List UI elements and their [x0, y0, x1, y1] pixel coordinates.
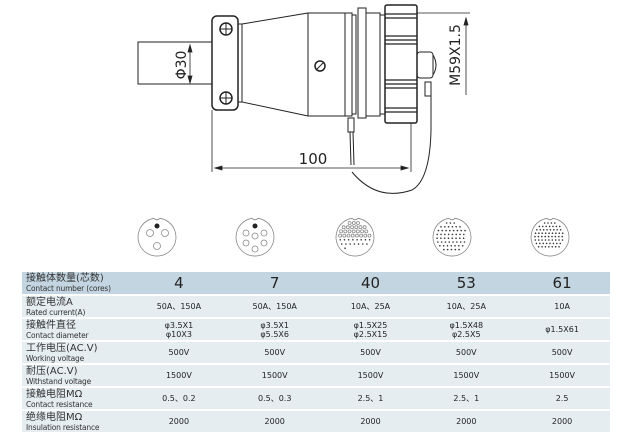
table-cell: 500V [131, 342, 227, 363]
label-en: Contact resistance [26, 399, 93, 409]
table-cell: 500V [418, 342, 515, 363]
table-cell: 10A [514, 296, 610, 317]
pinout-40-cores [335, 217, 375, 257]
table-cell: 53 [418, 272, 515, 294]
table-cell: 2000 [226, 411, 323, 432]
label-cn: 绝缘电阻MΩ [26, 411, 83, 423]
label-cn: 耐压(AC.V) [26, 365, 78, 377]
label-en: Withstand voltage [26, 376, 91, 386]
table-cell: 1500V [418, 365, 515, 386]
row-label: 工作电压(AC.V)Working voltage [22, 342, 131, 363]
table-cell: 0.5、0.2 [131, 388, 227, 409]
pinout-7-cores [235, 217, 275, 257]
label-cn: 接触体数量(芯数) [26, 273, 104, 284]
cell-value: φ3.5X1 [260, 320, 289, 330]
label-cn: 接触电阻MΩ [26, 388, 83, 400]
table-cell: 0.5、0.3 [226, 388, 323, 409]
label-en: Contact number (cores) [26, 284, 111, 293]
table-cell: 7 [226, 272, 323, 294]
table-cell: 10A、25A [418, 296, 515, 317]
table-cell: 1500V [131, 365, 227, 386]
pinout-diagrams [137, 217, 570, 257]
table-cell: 500V [322, 342, 419, 363]
cell-value: φ10X3 [165, 329, 192, 339]
table-cell: 2000 [418, 411, 515, 432]
length-dimension: 100 [299, 150, 328, 168]
table-cell: 10A、25A [322, 296, 419, 317]
thread-dimension: M59X1.5 [448, 24, 464, 86]
dimension-lines [187, 12, 470, 172]
label-en: Contact diameter [26, 330, 89, 340]
label-en: Working voltage [26, 353, 84, 363]
cell-value: φ1.5X25 [353, 320, 388, 330]
table-cell: 2000 [322, 411, 419, 432]
table-cell: 50A、150A [131, 296, 227, 317]
cell-value: φ2.5X5 [452, 329, 481, 339]
table-cell: 2.5 [514, 388, 610, 409]
table-cell: 1500V [514, 365, 610, 386]
table-cell: 4 [131, 272, 227, 294]
connector-body [137, 4, 437, 124]
cell-value: φ3.5X1 [164, 320, 194, 330]
label-en: Insulation resistance [26, 422, 100, 432]
row-label: 耐压(AC.V)Withstand voltage [22, 365, 131, 386]
label-en: Rated current(A) [26, 307, 86, 317]
cell-value: φ5.5X6 [260, 329, 289, 339]
table-cell: 1500V [322, 365, 419, 386]
table-cell: φ1.5X61 [514, 319, 610, 340]
cell-value: φ1.5X61 [545, 325, 579, 334]
pinout-61-cores [530, 217, 570, 257]
table-cell: 500V [514, 342, 610, 363]
cables [347, 81, 432, 194]
diameter-dimension: Φ30 [174, 51, 190, 80]
pinout-4-cores [137, 217, 177, 257]
table-cell: 2.5、1 [322, 388, 419, 409]
row-label: 接触体数量(芯数)Contact number (cores) [22, 272, 131, 294]
label-cn: 工作电压(AC.V) [26, 342, 98, 354]
label-cn: 接触件直径 [26, 319, 76, 331]
table-cell: 2000 [131, 411, 227, 432]
pinout-53-cores [432, 217, 472, 257]
table-cell: 50A、150A [226, 296, 323, 317]
cell-value: φ2.5X15 [353, 329, 388, 339]
table-cell: 1500V [226, 365, 323, 386]
table-cell: 2000 [514, 411, 610, 432]
table-cell: 500V [226, 342, 323, 363]
screw-icon [219, 22, 326, 105]
connector-drawing: 100 Φ30 M59X1.5 [137, 4, 470, 194]
table-cell: 61 [514, 272, 610, 294]
table-cell: 2.5、1 [418, 388, 515, 409]
label-cn: 额定电流A [26, 296, 73, 308]
cell-value: φ1.5X48 [449, 320, 484, 330]
table-cell: 40 [322, 272, 419, 294]
